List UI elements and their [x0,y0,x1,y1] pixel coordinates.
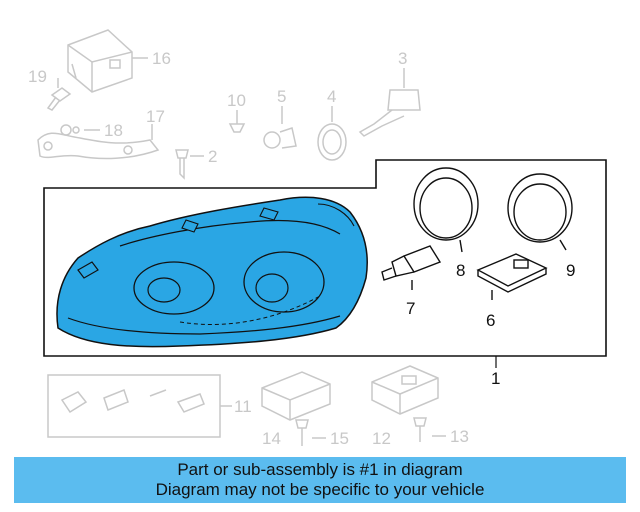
part-16-control-module [67,29,148,93]
callout-3: 3 [398,49,407,68]
assembly-frame [43,159,607,357]
part-10-clip [228,110,246,133]
callout-17: 17 [146,107,165,126]
part-8-dust-cap [413,167,479,253]
callout-9: 9 [566,261,575,280]
callout-16: 16 [152,49,171,68]
part-13-screw [413,417,446,442]
info-banner: Part or sub-assembly is #1 in diagram Di… [14,457,626,503]
part-2-screw [175,149,204,180]
part-15-screw [295,419,326,446]
callout-10: 10 [227,91,246,110]
callout-8: 8 [456,261,465,280]
banner-line-1: Part or sub-assembly is #1 in diagram [177,460,463,479]
callout-6: 6 [486,311,495,330]
headlamp-assembly [56,196,368,348]
callout-5: 5 [277,87,286,106]
callout-15: 15 [330,429,349,448]
callout-19: 19 [28,67,47,86]
banner-line-2: Diagram may not be specific to your vehi… [155,480,485,499]
callout-11: 11 [234,397,252,416]
part-3-xenon-bulb [358,68,421,137]
callout-13: 13 [450,427,469,446]
callout-18: 18 [104,121,123,140]
part-5-bulb [263,106,297,149]
callout-1: 1 [491,369,500,388]
callout-4: 4 [327,87,336,106]
callout-7: 7 [406,299,415,318]
part-11-bracket-kit [47,374,232,438]
part-14-ballast [261,371,331,421]
part-7-bulb-socket [381,245,442,290]
callout-14: 14 [262,429,281,448]
callout-2: 2 [208,147,217,166]
callout-12: 12 [372,429,391,448]
part-19-bolt [46,78,72,111]
part-6-led-module [476,253,548,300]
part-12-ballast [371,365,439,415]
part-4-ring [317,106,347,161]
part-18-bracket [37,124,160,160]
part-9-dust-cap [507,173,573,251]
